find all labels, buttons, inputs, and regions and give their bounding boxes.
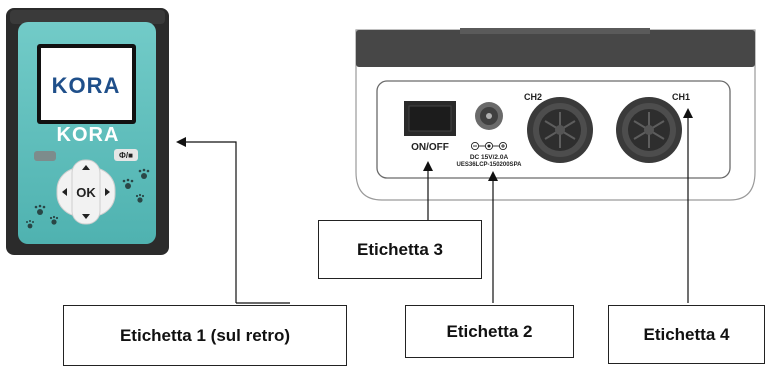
callout-label-2-text: Etichetta 2 xyxy=(446,321,533,341)
power-spec-line-1: DC 15V/2.0A xyxy=(470,154,509,161)
panel-top-cover xyxy=(356,30,755,67)
callout-label-2: Etichetta 2 xyxy=(405,305,574,358)
screen-logo: KORA xyxy=(52,73,121,98)
handheld-device: KORA KORA Ф/■ OK xyxy=(6,8,169,255)
switch-label: ON/OFF xyxy=(411,142,449,153)
arrow-up-icon xyxy=(82,165,90,170)
ch1-label: CH1 xyxy=(672,92,690,102)
callout-label-4-text: Etichetta 4 xyxy=(643,324,730,344)
connector-panel: ON/OFF DC 15V/2.0A UES36LCP-150200SPA CH… xyxy=(355,28,756,201)
left-function-key xyxy=(34,151,56,161)
arrow-down-icon xyxy=(82,214,90,219)
callout-label-4: Etichetta 4 xyxy=(608,305,765,364)
device-screen xyxy=(41,48,132,120)
power-key-label: Ф/■ xyxy=(119,151,133,160)
callout-label-1: Etichetta 1 (sul retro) xyxy=(63,305,347,366)
device-body-logo: KORA xyxy=(57,124,120,146)
arrow-left-icon xyxy=(62,188,67,196)
arrow-right-icon xyxy=(105,188,110,196)
leader-lines xyxy=(176,108,693,304)
ok-button-label: OK xyxy=(76,185,96,200)
polarity-symbol xyxy=(470,141,508,151)
paw-prints-decoration xyxy=(26,168,150,229)
callout-label-3-text: Etichetta 3 xyxy=(357,239,443,259)
d-pad: OK xyxy=(56,159,116,225)
ch1-connector xyxy=(616,97,682,163)
ch2-label: CH2 xyxy=(524,92,542,102)
leader-line-label-1 xyxy=(176,137,237,303)
callout-label-3: Etichetta 3 xyxy=(318,220,482,279)
power-spec-line-2: UES36LCP-150200SPA xyxy=(457,162,523,168)
power-key xyxy=(114,149,138,161)
callout-label-1-text: Etichetta 1 (sul retro) xyxy=(119,325,291,345)
ch2-connector xyxy=(527,97,593,163)
